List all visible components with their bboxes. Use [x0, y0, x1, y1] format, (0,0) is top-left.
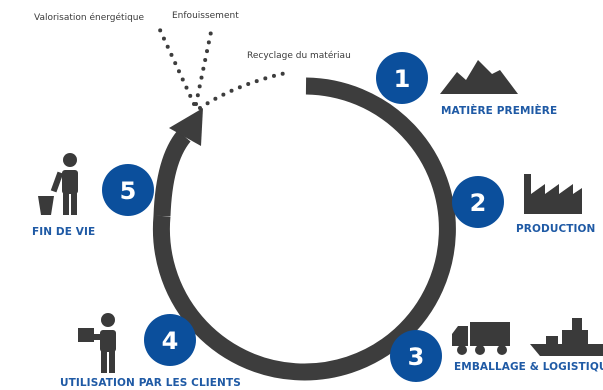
dotted-path-energy: [158, 28, 196, 106]
stage-5-marker: 5: [102, 164, 154, 216]
dotted-path-recycling: [198, 70, 292, 110]
cycle-arrowhead: [169, 108, 203, 146]
stage-4-label: UTILISATION PAR LES CLIENTS: [60, 377, 241, 389]
stage-3-marker: 3: [390, 330, 442, 382]
stage-5-label: FIN DE VIE: [32, 226, 96, 238]
landfill-label: Enfouissement: [172, 11, 239, 21]
stage-1-number: 1: [394, 65, 411, 93]
stage-2-label: PRODUCTION: [516, 223, 596, 235]
stage-5-number: 5: [120, 177, 137, 205]
factory-icon: [524, 174, 582, 214]
stage-3-label: EMBALLAGE & LOGISTIQUE: [454, 361, 603, 373]
mountain-icon: [440, 60, 518, 94]
stage-1-marker: 1: [376, 52, 428, 104]
person-with-bin-icon: [38, 153, 78, 215]
stage-2-marker: 2: [452, 176, 504, 228]
stage-4-marker: 4: [144, 314, 196, 366]
stage-2-number: 2: [470, 189, 487, 217]
dotted-path-landfill: [194, 30, 213, 106]
person-carrying-box-icon: [78, 313, 116, 373]
cycle-arrow-tail: [153, 130, 191, 217]
recycling-label: Recyclage du matériau: [247, 51, 351, 61]
truck-icon: [452, 322, 510, 355]
stage-4-number: 4: [162, 327, 179, 355]
cycle-ring: [152, 77, 456, 381]
ship-icon: [530, 318, 603, 356]
energy-recovery-label: Valorisation énergétique: [34, 13, 145, 23]
stage-3-number: 3: [408, 343, 425, 371]
stage-1-label: MATIÈRE PREMIÈRE: [441, 105, 558, 117]
